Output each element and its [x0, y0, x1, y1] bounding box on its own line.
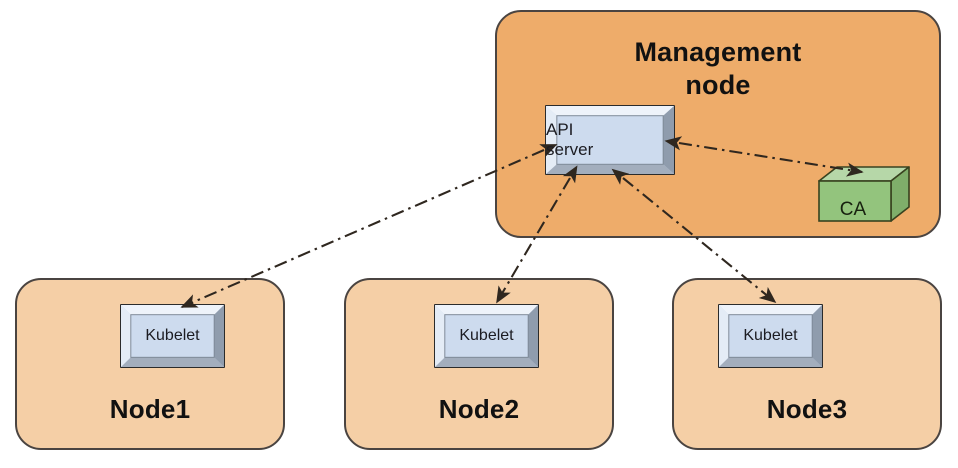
api-server-component[interactable]: API server — [545, 105, 675, 175]
kubelet-bevel-shading-3 — [719, 305, 822, 367]
kubelet-component-1[interactable]: Kubelet — [120, 304, 225, 368]
kubelet-label-1: Kubelet — [145, 327, 200, 344]
worker-node-label-1: Node1 — [109, 394, 191, 424]
kubelet-component-2[interactable]: Kubelet — [434, 304, 539, 368]
kubelet-bevel-shading-1 — [121, 305, 224, 367]
kubelet-label-2: Kubelet — [459, 327, 514, 344]
worker-node-label-2: Node2 — [438, 394, 520, 424]
api-server-label-line1: API — [546, 120, 574, 139]
worker-node-label-3: Node3 — [766, 394, 848, 424]
management-node-label-line1: Management — [634, 37, 802, 67]
management-node-label: Management node — [497, 36, 939, 102]
kubelet-label-3: Kubelet — [743, 327, 798, 344]
api-server-label-line2: server — [546, 140, 594, 159]
kubelet-component-3[interactable]: Kubelet — [718, 304, 823, 368]
ca-label: CA — [839, 199, 867, 220]
management-node-label-line2: node — [685, 70, 751, 100]
connector-api-server-kubelet-2 — [496, 165, 578, 304]
api-server-bevel-shading — [546, 106, 674, 174]
api-server-label: API server — [546, 120, 674, 160]
connector-api-server-kubelet-3 — [611, 168, 777, 304]
connector-api-server-ca — [664, 136, 864, 177]
connector-api-server-kubelet-1 — [180, 144, 558, 308]
kubelet-bevel-shading-2 — [435, 305, 538, 367]
